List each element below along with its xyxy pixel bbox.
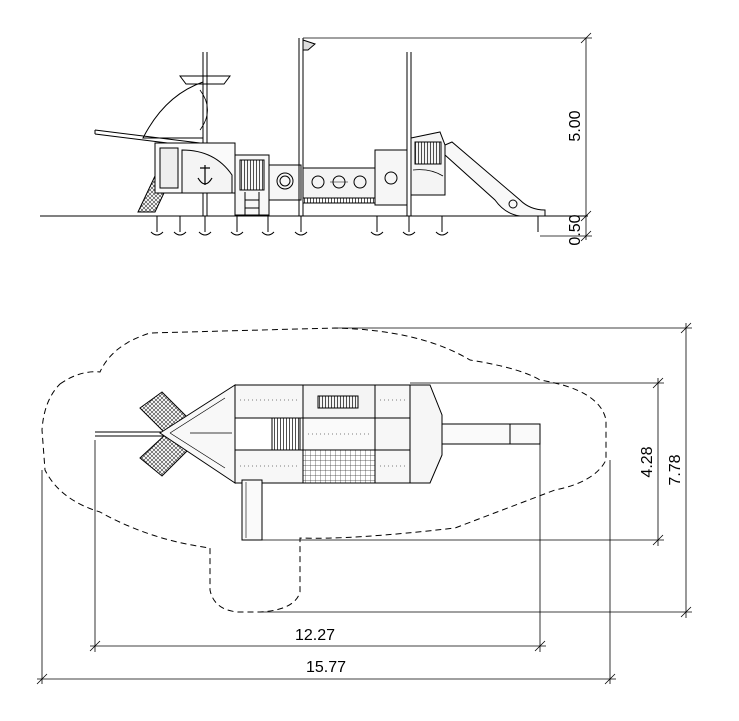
- height-dimension: [303, 32, 592, 242]
- plan-deck-front-lower: [234, 449, 304, 484]
- safety-zone-outline: [41, 327, 607, 613]
- equipment-width-label: 4.28: [639, 446, 656, 477]
- plan-stairs: [271, 417, 301, 451]
- plan-deck-rear-upper: [374, 384, 411, 419]
- bow-sail: [142, 81, 204, 139]
- plan-bow: [159, 384, 236, 484]
- plan-dimensions: [36, 322, 692, 685]
- ladder-module: [234, 154, 270, 216]
- stern-module: [374, 131, 446, 206]
- slide: [444, 141, 546, 232]
- height-label: 5.00: [567, 110, 584, 141]
- post-footings: [150, 216, 449, 236]
- plan-deck-center-mid: [302, 417, 376, 451]
- crows-nest: [179, 75, 231, 85]
- plan-view: [36, 322, 692, 685]
- plan-deck-center-upper: [302, 384, 376, 419]
- center-deck: [302, 167, 376, 204]
- plan-slide: [441, 423, 541, 445]
- flag-icon: [302, 39, 316, 51]
- plan-stern: [409, 384, 443, 484]
- total-width-label: 7.78: [667, 454, 684, 485]
- depth-label: 0.50: [567, 214, 584, 245]
- anchor-icon: [197, 165, 213, 185]
- plan-deck-front-upper: [234, 384, 304, 419]
- porthole-panel: [268, 164, 302, 201]
- equipment-length-label: 12.27: [295, 627, 335, 644]
- plan-deck-rear-lower: [374, 449, 411, 484]
- plan-deck-center-lower: [302, 449, 376, 484]
- bow-module: [154, 142, 236, 194]
- plan-deck-rear-mid: [374, 417, 411, 451]
- total-length-label: 15.77: [306, 659, 346, 676]
- plan-side-chute: [241, 479, 263, 541]
- side-elevation-view: [40, 32, 592, 242]
